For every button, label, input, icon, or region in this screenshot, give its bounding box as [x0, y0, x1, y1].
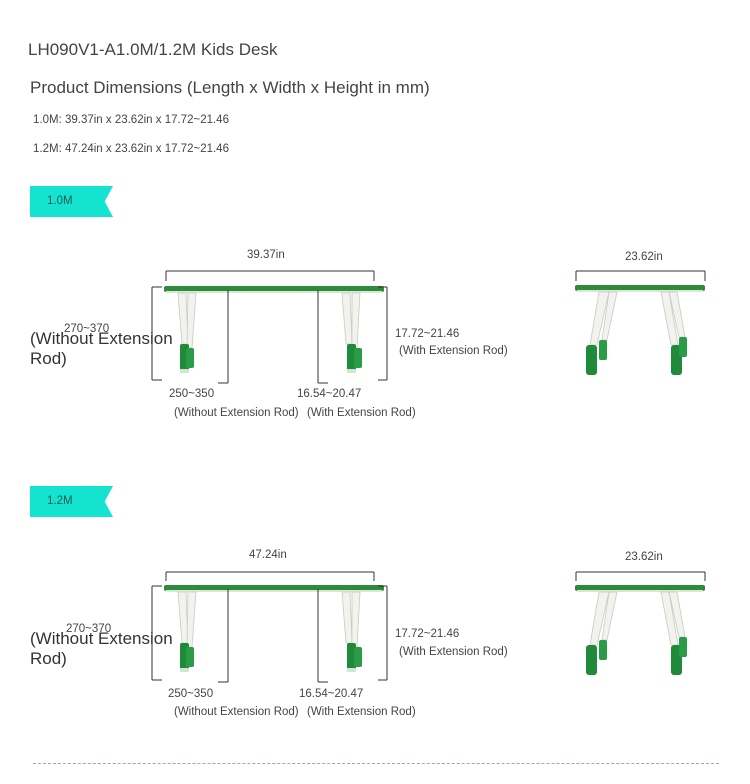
- width-label-1m: 23.62in: [625, 251, 663, 263]
- width-label-1-2m: 23.62in: [625, 551, 663, 563]
- bottom-right-note-1-2m: (With Extension Rod): [307, 706, 416, 718]
- length-label-1-2m: 47.24in: [249, 549, 287, 561]
- height-left-label-1-2m: 270~370: [66, 623, 112, 635]
- dimension-line-1m: 1.0M: 39.37in x 23.62in x 17.72~21.46: [33, 114, 229, 126]
- bottom-right-label-1-2m: 16.54~20.47: [299, 688, 364, 700]
- height-right-label-1-2m: 17.72~21.46: [395, 628, 460, 640]
- page-title: LH090V1-A1.0M/1.2M Kids Desk: [28, 40, 278, 59]
- height-right-label-1m: 17.72~21.46: [395, 328, 460, 340]
- desk-front-view-1m: [151, 270, 388, 384]
- height-left-note-1m: (Without Extension Rod): [30, 329, 173, 368]
- desk-side-view-1m: [574, 270, 706, 376]
- height-right-note-1-2m: (With Extension Rod): [399, 646, 508, 658]
- bottom-left-label-1m: 250~350: [169, 388, 215, 400]
- size-tag-1m: 1.0M: [30, 186, 113, 217]
- divider: [33, 763, 719, 764]
- height-left-note-1-2m: (Without Extension Rod): [30, 629, 173, 668]
- desk-front-view-1-2m: [151, 571, 388, 683]
- bottom-left-label-1-2m: 250~350: [168, 688, 214, 700]
- bottom-right-label-1m: 16.54~20.47: [297, 388, 362, 400]
- height-left-label-1m: 270~370: [64, 323, 110, 335]
- bottom-right-note-1m: (With Extension Rod): [307, 407, 416, 419]
- bottom-left-note-1m: (Without Extension Rod): [174, 407, 299, 419]
- dimension-line-1-2m: 1.2M: 47.24in x 23.62in x 17.72~21.46: [33, 143, 229, 155]
- dimensions-heading: Product Dimensions (Length x Width x Hei…: [30, 78, 430, 97]
- bottom-left-note-1-2m: (Without Extension Rod): [174, 706, 299, 718]
- height-right-note-1m: (With Extension Rod): [399, 345, 508, 357]
- size-tag-1-2m: 1.2M: [30, 486, 113, 517]
- desk-side-view-1-2m: [574, 571, 706, 676]
- length-label-1m: 39.37in: [247, 249, 285, 261]
